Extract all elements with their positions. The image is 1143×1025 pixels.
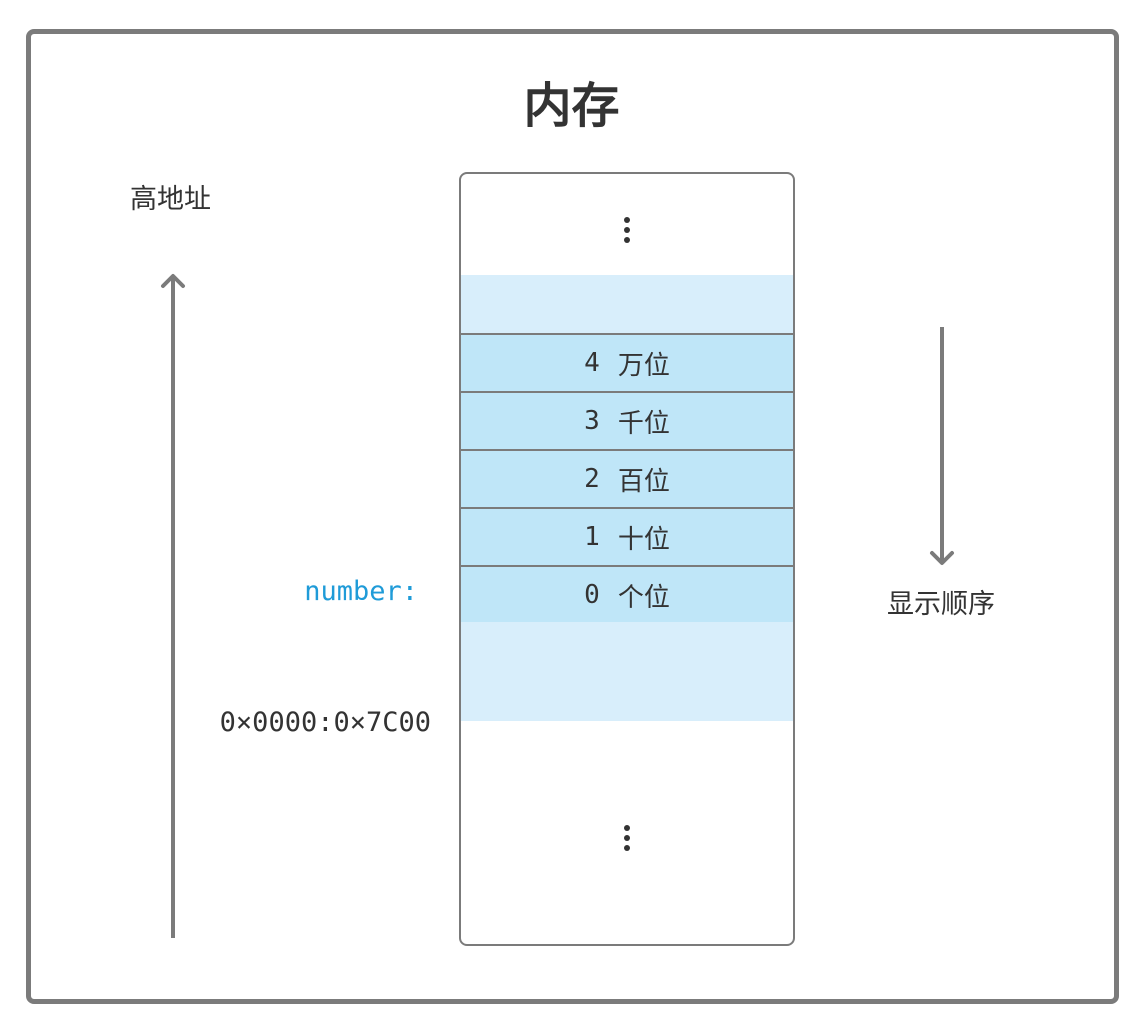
memory-cell-1: 1 十位 xyxy=(461,509,793,567)
memory-cell-3: 3 千位 xyxy=(461,393,793,451)
memory-block: 4 万位 3 千位 2 百位 1 十位 0 个位 xyxy=(459,172,795,946)
vertical-ellipsis-icon xyxy=(461,216,793,246)
display-order-label: 显示顺序 xyxy=(887,589,995,620)
cell-index: 1 xyxy=(584,522,600,552)
memory-region-upper xyxy=(461,275,793,333)
diagram-title: 内存 xyxy=(523,78,620,134)
memory-region-lower xyxy=(461,622,793,721)
cell-name: 千位 xyxy=(617,408,670,439)
memory-cell-0: 0 个位 xyxy=(461,567,793,625)
cell-index: 2 xyxy=(584,464,600,494)
cell-index: 0 xyxy=(584,580,600,610)
variable-label: number: xyxy=(304,576,418,607)
cell-name: 十位 xyxy=(617,524,670,555)
arrow-down-icon xyxy=(930,327,954,565)
memory-cells: 4 万位 3 千位 2 百位 1 十位 0 个位 xyxy=(461,333,793,625)
cell-index: 3 xyxy=(584,406,600,436)
cell-index: 4 xyxy=(584,348,600,378)
vertical-ellipsis-icon xyxy=(461,824,793,854)
high-address-label: 高地址 xyxy=(130,184,211,215)
memory-cell-4: 4 万位 xyxy=(461,335,793,393)
cell-name: 万位 xyxy=(617,350,670,381)
cell-name: 个位 xyxy=(617,582,670,613)
cell-name: 百位 xyxy=(617,466,670,497)
diagram-frame xyxy=(26,29,1119,1004)
memory-cell-2: 2 百位 xyxy=(461,451,793,509)
address-label: 0×0000:0×7C00 xyxy=(219,707,431,738)
arrow-up-icon xyxy=(161,274,185,938)
